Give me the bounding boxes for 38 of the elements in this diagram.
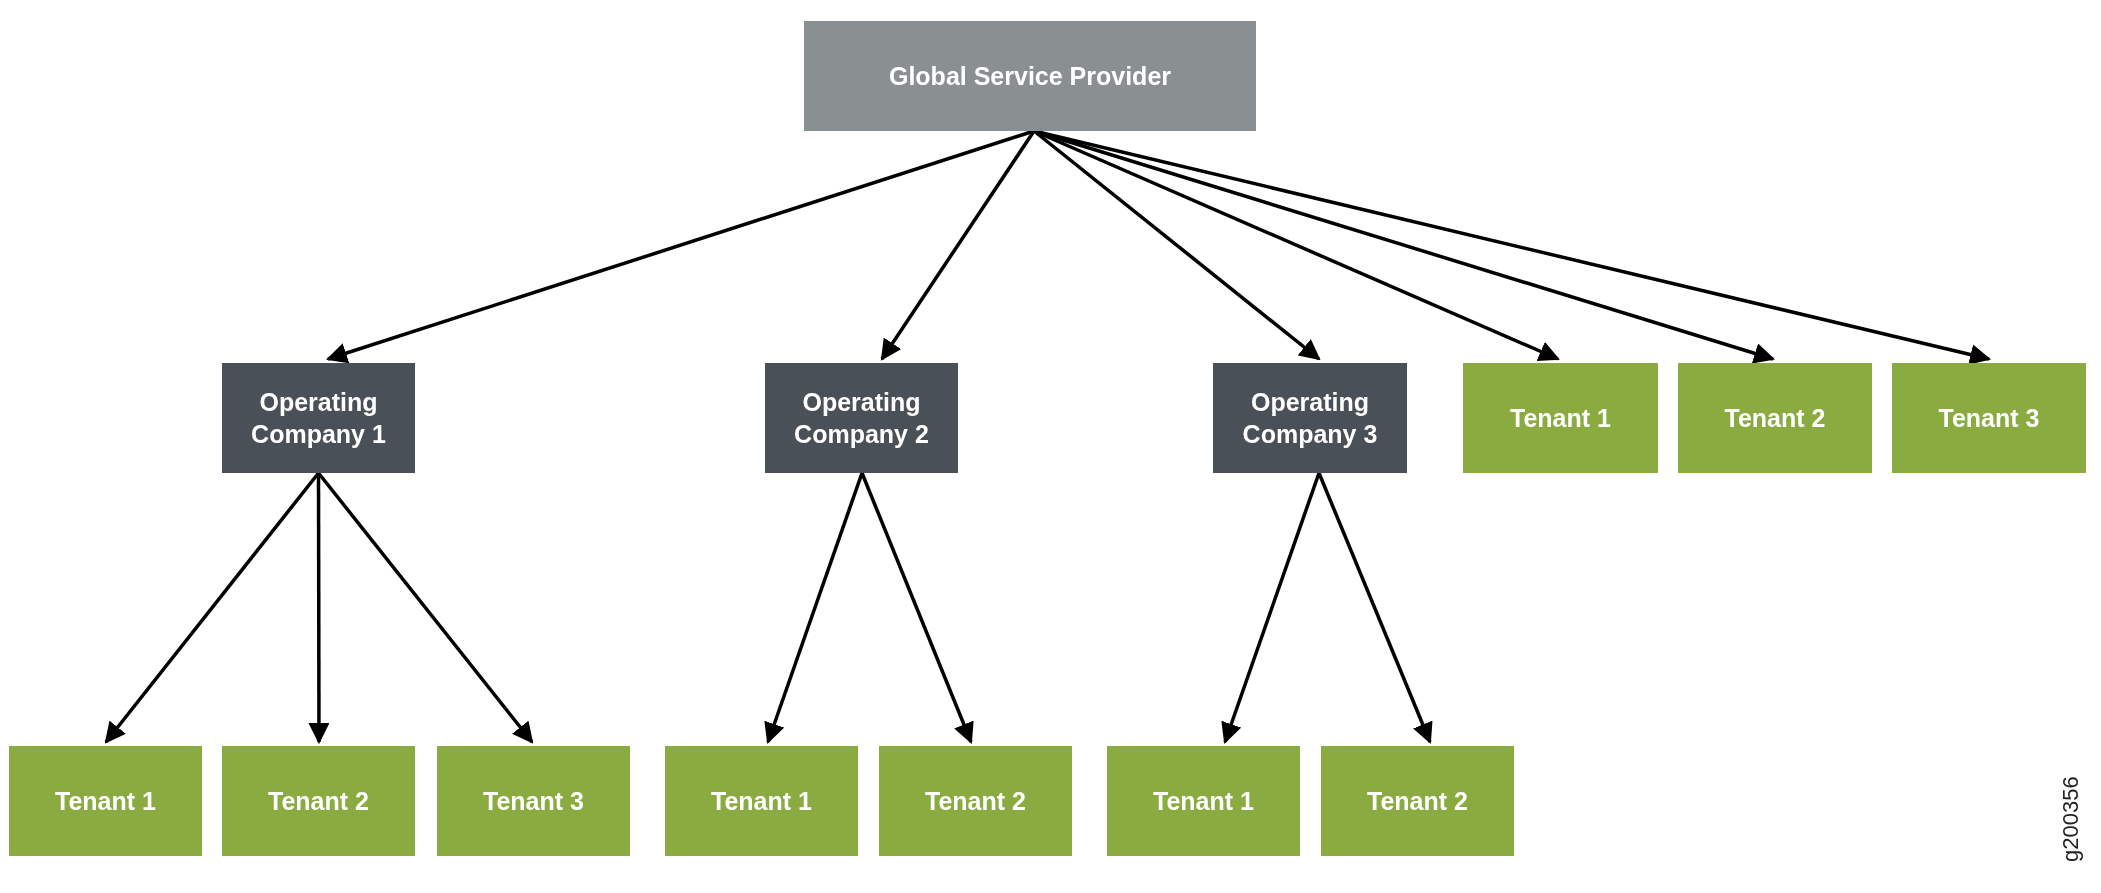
node-label: Operating Company 2	[793, 386, 930, 450]
arrow	[880, 130, 1036, 361]
node-label: Tenant 1	[1153, 785, 1254, 817]
arrow	[326, 129, 1035, 364]
figure-id: g200356	[2058, 776, 2084, 862]
tenant-box	[222, 746, 415, 856]
tenant-box	[437, 746, 630, 856]
node-label: Global Service Provider	[888, 60, 1172, 92]
arrow	[317, 471, 534, 744]
arrow	[104, 471, 320, 744]
node-label: Operating Company 1	[250, 386, 387, 450]
company-box	[1213, 363, 1407, 473]
node-label: Tenant 1	[711, 785, 812, 817]
company-box	[222, 363, 415, 473]
node-label: Tenant 2	[268, 785, 369, 817]
arrow	[1317, 472, 1433, 744]
tenant-box	[9, 746, 202, 856]
provider-box	[804, 21, 1256, 131]
tenant-box	[1678, 363, 1872, 473]
arrow	[1221, 472, 1321, 744]
node-label: Operating Company 3	[1241, 386, 1379, 450]
arrow	[308, 473, 330, 745]
company-box	[765, 363, 958, 473]
tenant-box	[879, 746, 1072, 856]
tenant-box	[665, 746, 858, 856]
tenant-box	[1463, 363, 1658, 473]
node-label: Tenant 2	[1724, 402, 1826, 434]
arrow	[860, 472, 974, 744]
tenant-box	[1321, 746, 1514, 856]
node-label: Tenant 3	[483, 785, 584, 817]
node-label: Tenant 2	[925, 785, 1026, 817]
node-label: Tenant 1	[1510, 402, 1611, 434]
arrow	[764, 472, 864, 744]
node-label: Tenant 2	[1367, 785, 1468, 817]
node-label: Tenant 1	[55, 785, 156, 817]
tenant-box	[1107, 746, 1300, 856]
tenant-box	[1892, 363, 2086, 473]
node-label: Tenant 3	[1938, 402, 2040, 434]
